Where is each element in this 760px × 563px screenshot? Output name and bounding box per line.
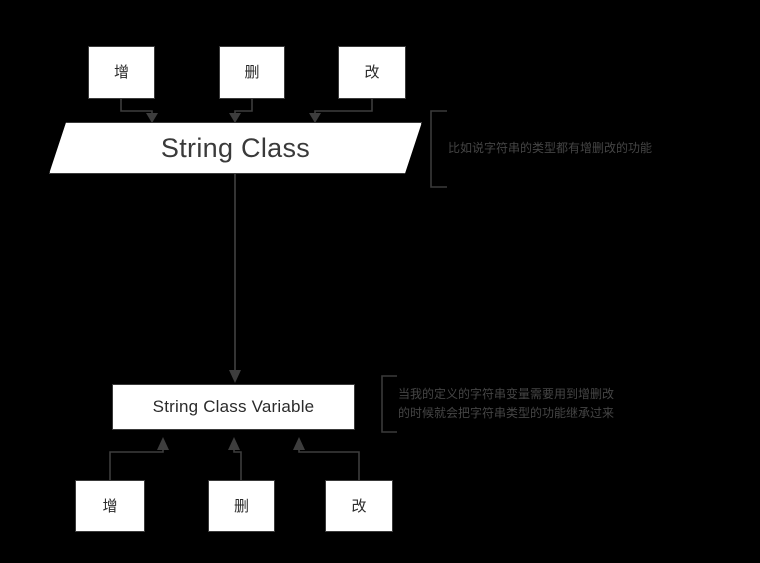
note-text-top: 比如说字符串的类型都有增删改的功能 xyxy=(448,141,653,155)
note-bracket-bottom xyxy=(381,375,397,433)
connector-top-modify xyxy=(309,99,373,123)
bottom-operation-box-delete[interactable]: 删 xyxy=(208,480,275,532)
string-class-variable-box[interactable]: String Class Variable xyxy=(112,384,355,430)
bottom-operation-label-modify: 改 xyxy=(351,497,367,515)
bottom-operation-label-delete: 删 xyxy=(233,497,249,515)
note-bracket-top xyxy=(430,110,447,188)
bottom-operation-box-modify[interactable]: 改 xyxy=(325,480,393,532)
bottom-operation-label-add: 增 xyxy=(102,497,118,515)
connector-bottom-delete xyxy=(228,437,242,480)
connector-bottom-add xyxy=(109,437,169,480)
banner-parallelogram-shape xyxy=(49,122,422,174)
connector-class-to-variable xyxy=(229,174,241,383)
string-class-banner[interactable]: String Class xyxy=(49,122,422,174)
top-operation-box-add[interactable]: 增 xyxy=(88,46,155,99)
string-class-label: String Class xyxy=(160,132,311,163)
top-operation-label-add: 增 xyxy=(113,64,129,81)
bottom-operation-box-add[interactable]: 增 xyxy=(75,480,145,532)
note-text-bottom: 当我的定义的字符串变量需要用到增删改 的时候就会把字符串类型的功能继承过来 xyxy=(398,387,615,420)
connector-top-delete xyxy=(229,99,253,123)
string-class-variable-label: String Class Variable xyxy=(152,397,315,416)
top-operation-label-modify: 改 xyxy=(364,64,380,81)
top-operation-box-delete[interactable]: 删 xyxy=(219,46,285,99)
top-operation-label-delete: 删 xyxy=(244,64,260,81)
connector-top-add xyxy=(120,99,158,123)
connector-bottom-modify xyxy=(293,437,360,480)
top-operation-box-modify[interactable]: 改 xyxy=(338,46,406,99)
